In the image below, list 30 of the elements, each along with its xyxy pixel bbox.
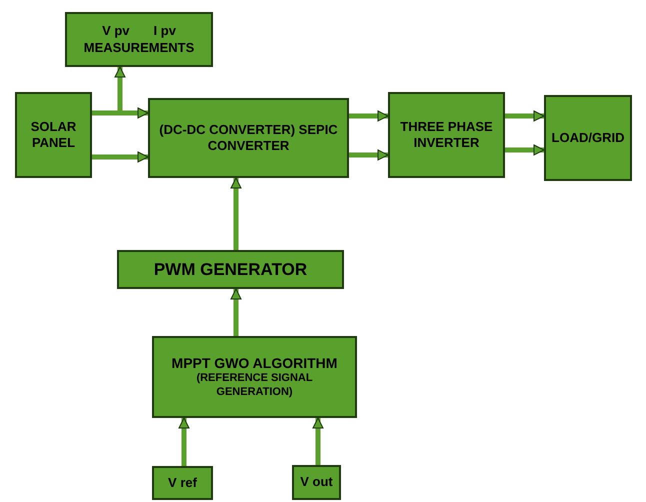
block-arrow: [349, 110, 388, 122]
process-box: [292, 465, 341, 500]
block-arrow: [230, 288, 242, 336]
block-arrow: [230, 178, 242, 250]
process-box: [152, 466, 213, 500]
box-title: MPPT GWO ALGORITHM: [172, 354, 338, 372]
process-box: [152, 336, 357, 418]
box-title: THREE PHASE INVERTER: [399, 118, 494, 152]
process-box: [388, 92, 505, 178]
box-title: (DC-DC CONVERTER) SEPIC CONVERTER: [158, 122, 339, 154]
box-title: LOAD/GRID: [552, 130, 624, 146]
process-box: [544, 95, 632, 181]
process-box: [65, 12, 213, 67]
signal-label: I pv: [154, 23, 176, 40]
block-arrow: [92, 152, 148, 162]
box-title: V out: [300, 474, 333, 491]
block-arrow: [505, 110, 544, 122]
block-arrow: [178, 418, 190, 466]
box-subtitle: (REFERENCE SIGNAL GENERATION): [195, 372, 314, 400]
block-arrow: [312, 418, 324, 465]
box-title: V ref: [168, 474, 197, 492]
box-title: MEASUREMENTS: [84, 40, 194, 56]
block-arrow: [505, 144, 544, 156]
process-box: [148, 98, 349, 178]
process-box: [117, 250, 344, 289]
box-title: PWM GENERATOR: [154, 258, 308, 280]
process-box: [15, 92, 92, 178]
box-title: SOLAR PANEL: [30, 118, 78, 152]
block-arrow: [349, 150, 388, 160]
signal-label: V pv: [102, 23, 130, 40]
